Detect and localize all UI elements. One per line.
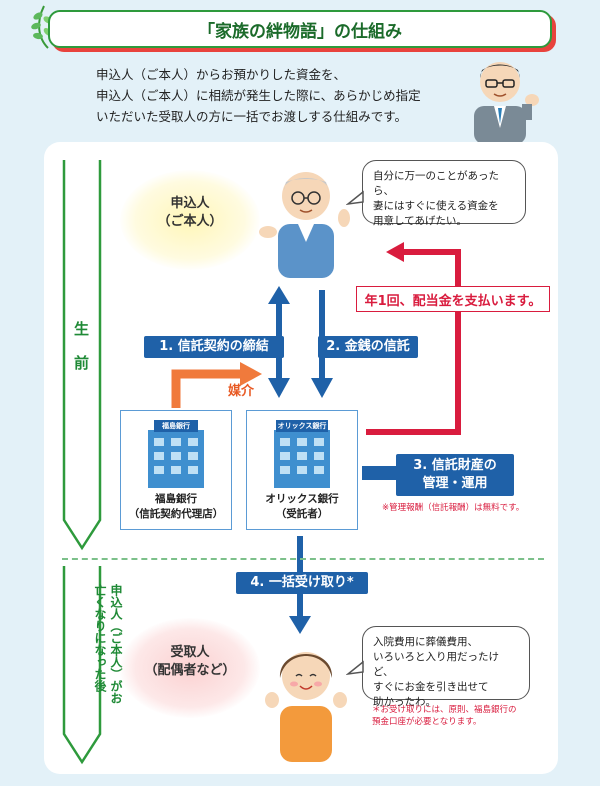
- note-line: 預金口座が必要となります。: [372, 717, 482, 727]
- intermediary-arrow: [171, 362, 262, 408]
- intermediary-label: 媒介: [228, 384, 255, 399]
- applicant-man-illustration: [259, 172, 350, 278]
- bubble-line: 助かったわ。: [373, 696, 436, 708]
- bubble-line: 入院費用に葬儀費用、: [373, 636, 478, 648]
- caption-line: オリックス銀行: [265, 493, 339, 505]
- bubble-tail: [346, 660, 364, 676]
- before-death-label: 生: [74, 320, 90, 338]
- step3-label-line: 3. 信託財産の: [413, 458, 497, 473]
- after-death-phase-arrow: [62, 566, 102, 765]
- orix-bank-building-icon: [274, 420, 330, 488]
- step3-label: 3. 信託財産の 管理・運用: [396, 454, 514, 496]
- step3-label-line: 管理・運用: [422, 476, 488, 491]
- page-title: 「家族の絆物語」の仕組み: [48, 10, 552, 48]
- orix-bank-sign: オリックス銀行: [277, 422, 327, 430]
- recipient-label: 受取人 （配偶者など）: [140, 644, 240, 680]
- caption-line: （信託契約代理店）: [128, 508, 224, 520]
- applicant-speech-bubble: 自分に万一のことがあったら、 妻にはすぐに使える資金を 用意してあげたい。: [362, 160, 526, 227]
- fukushima-bank-building-icon: [148, 420, 204, 488]
- phase-divider: [62, 558, 544, 560]
- applicant-label: 申込人 （ご本人）: [150, 195, 230, 231]
- recipient-label-line: 受取人: [170, 645, 210, 660]
- before-death-label: 前: [74, 354, 90, 372]
- step3-arrow: [362, 466, 398, 480]
- bubble-line: いろいろと入り用だったけど、: [373, 651, 499, 678]
- step4-label: 4. 一括受け取り*: [236, 572, 368, 594]
- caption-line: （受託者）: [275, 508, 329, 520]
- intro-line: 申込人（ご本人）に相続が発生した際に、あらかじめ指定: [96, 88, 421, 103]
- step2-label: 2. 金銭の信託: [318, 336, 418, 358]
- recipient-highlight: [120, 618, 260, 718]
- presenter-man-illustration: [474, 62, 539, 144]
- recipient-speech-bubble: 入院費用に葬儀費用、 いろいろと入り用だったけど、 すぐにお金を引き出せて 助か…: [362, 626, 530, 708]
- applicant-label-line: （ご本人）: [157, 214, 223, 229]
- recipient-label-line: （配偶者など）: [144, 663, 236, 678]
- caption-line: 福島銀行: [155, 493, 197, 505]
- bubble-tail: [346, 190, 364, 206]
- intro-line: 申込人（ご本人）からお預かりした資金を、: [96, 67, 347, 82]
- before-death-phase-arrow: [62, 160, 102, 551]
- fee-note: ※管理報酬（信託報酬）は無料です。: [382, 503, 525, 513]
- bubble-line: すぐにお金を引き出せて: [373, 681, 489, 693]
- applicant-label-line: 申込人: [170, 196, 210, 211]
- dividend-arrow: [366, 242, 461, 435]
- step2-arrow: [311, 290, 333, 398]
- applicant-highlight: [120, 170, 260, 270]
- dividend-label: 年1回、配当金を支払います。: [356, 286, 550, 312]
- receipt-note: ＊お受け取りには、原則、福島銀行の 預金口座が必要となります。: [372, 704, 542, 728]
- bubble-line: 自分に万一のことがあったら、: [373, 170, 499, 197]
- after-death-label: 申込人（ご本人）がお亡くなりになった後: [93, 584, 123, 704]
- orix-bank-caption: オリックス銀行 （受託者）: [246, 492, 358, 522]
- step1-label: 1. 信託契約の締結: [144, 336, 284, 358]
- intro-text: 申込人（ご本人）からお預かりした資金を、 申込人（ご本人）に相続が発生した際に、…: [96, 64, 446, 127]
- fukushima-bank-caption: 福島銀行 （信託契約代理店）: [120, 492, 232, 522]
- bubble-line: 妻にはすぐに使える資金を: [373, 200, 499, 212]
- intro-line: いただいた受取人の方に一括でお渡しする仕組みです。: [96, 109, 408, 124]
- fukushima-bank-sign: 福島銀行: [162, 422, 190, 430]
- note-line: ＊お受け取りには、原則、福島銀行の: [372, 705, 517, 715]
- bubble-line: 用意してあげたい。: [373, 215, 467, 227]
- recipient-woman-illustration: [265, 652, 347, 762]
